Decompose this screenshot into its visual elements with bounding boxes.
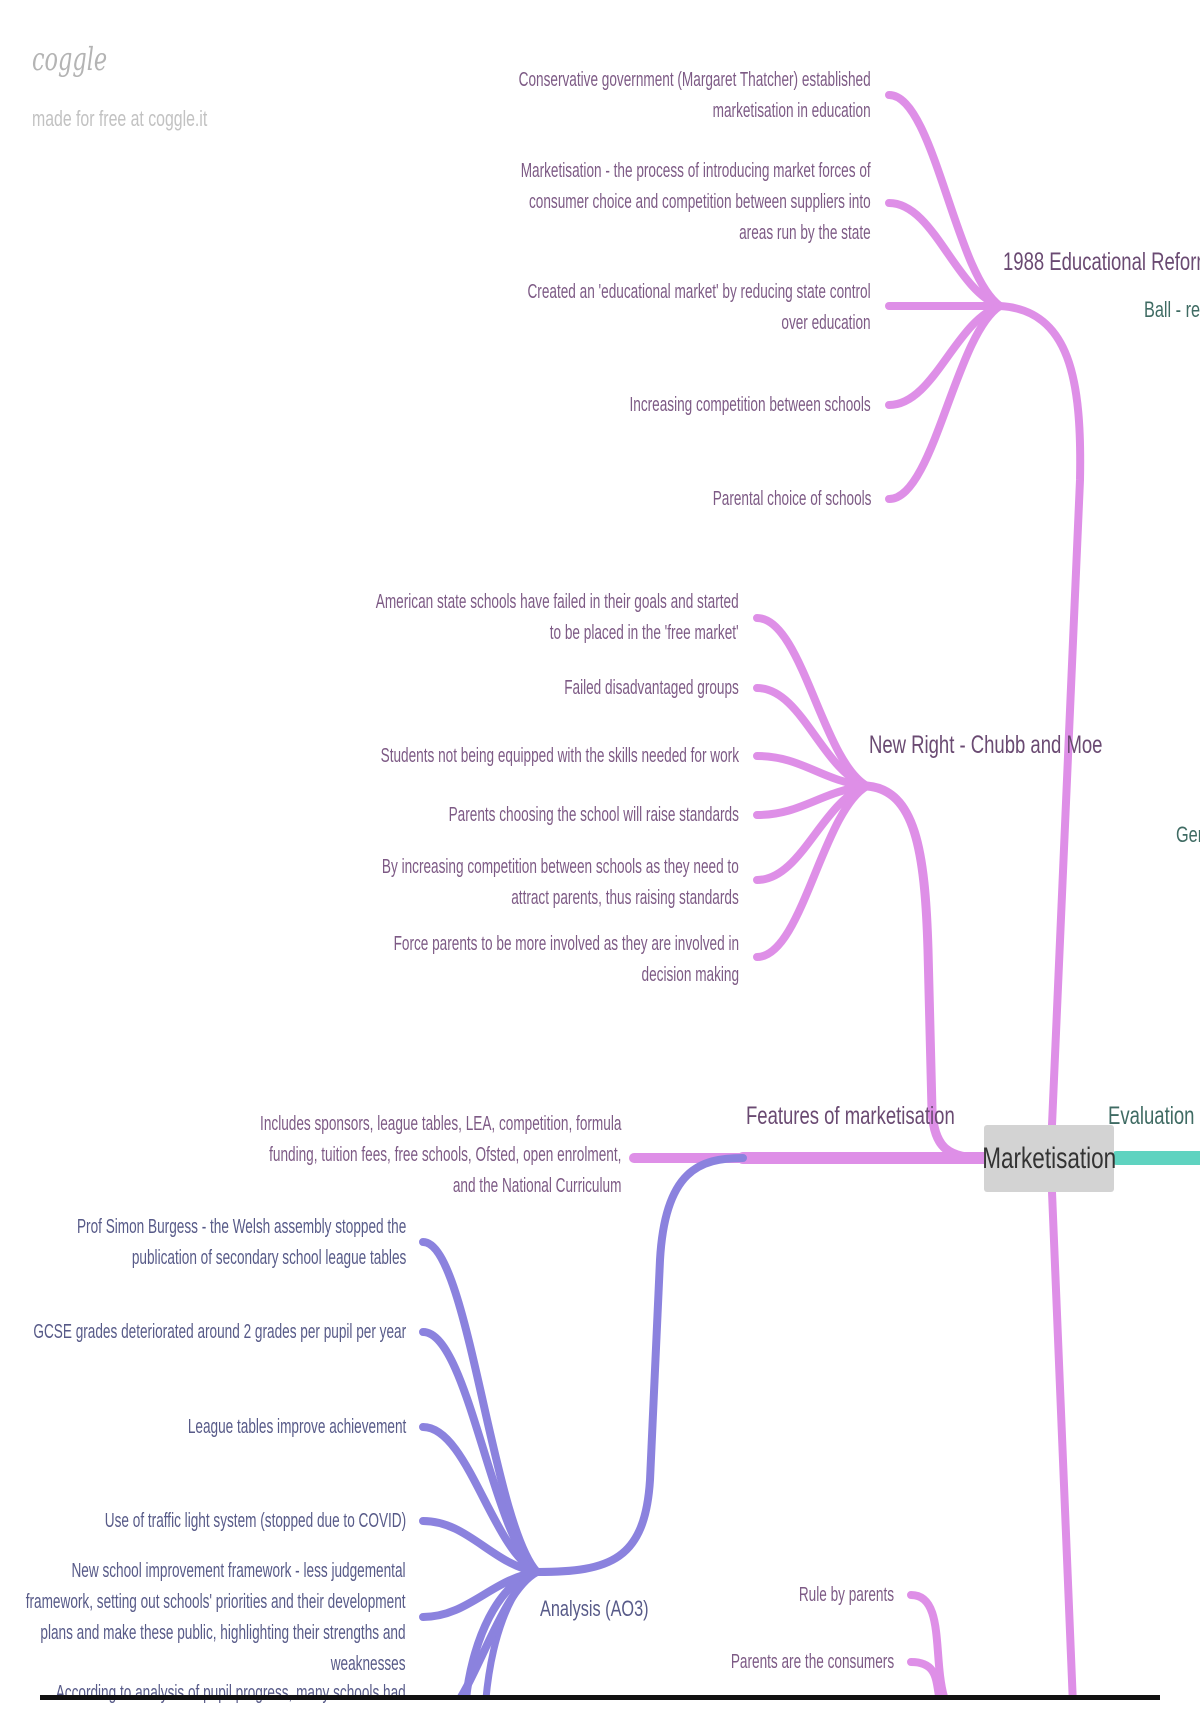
analysis-item[interactable]: Prof Simon Burgess - the Welsh assembly …	[77, 1212, 406, 1274]
node-analysis[interactable]: Analysis (AO3)	[540, 1596, 649, 1621]
reform-item[interactable]: Increasing competition between schools	[630, 390, 871, 421]
analysis-item[interactable]: According to analysis of pupil progress,…	[56, 1678, 406, 1709]
analysis-item-branch	[419, 1568, 541, 1621]
bottom-branch-item[interactable]: Rule by parents	[799, 1580, 894, 1611]
reform-item-branch	[885, 302, 1004, 503]
item-text-line: framework, setting out schools' prioriti…	[26, 1591, 406, 1613]
bottom-branch-item[interactable]: Parents are the consumers	[731, 1647, 894, 1678]
branch-bottom	[1048, 1188, 1077, 1700]
made-with-coggle-link[interactable]: made for free at coggle.it	[32, 106, 208, 131]
analysis-item-branch	[419, 1423, 541, 1576]
new-right-item-branch	[753, 752, 871, 790]
item-text-line: attract parents, thus raising standards	[511, 887, 739, 909]
reform-item-branch	[885, 91, 1004, 310]
coggle-logo[interactable]: coggle	[32, 40, 108, 78]
analysis-item-branch	[419, 1328, 541, 1576]
reform-item[interactable]: Parental choice of schools	[712, 484, 871, 515]
item-text-line: to be placed in the 'free market'	[550, 622, 739, 644]
item-text-line: Increasing competition between schools	[629, 394, 871, 416]
new-right-item-branch	[753, 614, 871, 790]
item-text-line: marketisation in education	[712, 100, 871, 122]
item-text-line: weaknesses	[331, 1653, 406, 1675]
new-right-item[interactable]: Students not being equipped with the ski…	[381, 741, 739, 772]
bottom-edge-bar	[40, 1695, 1160, 1700]
item-text-line: Parents are the consumers	[730, 1651, 894, 1673]
node-offscreen[interactable]: Ger	[1176, 822, 1200, 847]
central-node-marketisation[interactable]: Marketisation	[982, 1125, 1116, 1192]
item-text-line: Parental choice of schools	[712, 488, 871, 510]
branch-analysis-item	[461, 1568, 541, 1700]
item-text-line: By increasing competition between school…	[382, 856, 739, 878]
central-node-label: Marketisation	[982, 1141, 1116, 1175]
node-1988-educational-reform[interactable]: 1988 Educational Reform A	[1003, 248, 1200, 276]
item-text-line: and the National Curriculum	[452, 1175, 621, 1197]
item-text-line: areas run by the state	[739, 222, 871, 244]
analysis-item-branch	[454, 1568, 541, 1700]
new-right-item[interactable]: Force parents to be more involved as the…	[394, 929, 739, 991]
item-text-line: According to analysis of pupil progress,…	[55, 1682, 406, 1704]
new-right-item[interactable]: Parents choosing the school will raise s…	[449, 800, 739, 831]
node-features-of-marketisation[interactable]: Features of marketisation	[746, 1102, 955, 1130]
item-text-line: Includes sponsors, league tables, LEA, c…	[259, 1113, 621, 1135]
analysis-item-branch	[419, 1517, 541, 1576]
branch-analysis	[533, 1154, 747, 1576]
new-right-item[interactable]: Failed disadvantaged groups	[564, 673, 739, 704]
item-text-line: American state schools have failed in th…	[376, 591, 739, 613]
item-text-line: funding, tuition fees, free schools, Ofs…	[268, 1144, 621, 1166]
bottom-branch-item-branch	[907, 1658, 944, 1700]
features-item[interactable]: Includes sponsors, league tables, LEA, c…	[260, 1109, 621, 1202]
analysis-item[interactable]: New school improvement framework - less …	[26, 1556, 406, 1680]
analysis-item[interactable]: Use of traffic light system (stopped due…	[105, 1506, 406, 1537]
reform-item[interactable]: Marketisation - the process of introduci…	[521, 156, 871, 249]
new-right-item[interactable]: American state schools have failed in th…	[376, 587, 739, 649]
node-new-right[interactable]: New Right - Chubb and Moe	[869, 731, 1103, 759]
item-text-line: Parents choosing the school will raise s…	[448, 804, 739, 826]
item-text-line: Marketisation - the process of introduci…	[521, 160, 871, 182]
item-text-line: publication of secondary school league t…	[131, 1247, 406, 1269]
reform-item-branch	[885, 302, 1004, 409]
item-text-line: New school improvement framework - less …	[71, 1560, 407, 1582]
reform-item-branch	[885, 199, 1004, 310]
item-text-line: consumer choice and competition between …	[529, 191, 871, 213]
new-right-item[interactable]: By increasing competition between school…	[382, 852, 739, 914]
new-right-item-branch	[753, 782, 871, 961]
item-text-line: Conservative government (Margaret Thatch…	[518, 69, 871, 91]
item-text-line: Force parents to be more involved as the…	[393, 933, 739, 955]
item-text-line: League tables improve achievement	[187, 1416, 406, 1438]
bottom-branch-item-branch	[907, 1591, 950, 1700]
item-text-line: Failed disadvantaged groups	[564, 677, 739, 699]
reform-item[interactable]: Conservative government (Margaret Thatch…	[519, 65, 871, 127]
item-text-line: Prof Simon Burgess - the Welsh assembly …	[76, 1216, 406, 1238]
item-text-line: decision making	[641, 964, 739, 986]
new-right-item-branch	[753, 684, 871, 790]
branch-reform	[996, 302, 1085, 1129]
item-text-line: Created an 'educational market' by reduc…	[527, 281, 871, 303]
item-text-line: Rule by parents	[798, 1584, 894, 1606]
analysis-item[interactable]: GCSE grades deteriorated around 2 grades…	[33, 1317, 406, 1348]
analysis-item[interactable]: League tables improve achievement	[188, 1412, 406, 1443]
item-text-line: over education	[781, 312, 871, 334]
reform-item[interactable]: Created an 'educational market' by reduc…	[528, 277, 871, 339]
node-ball[interactable]: Ball - rep	[1144, 297, 1200, 322]
item-text-line: Students not being equipped with the ski…	[380, 745, 739, 767]
node-evaluation[interactable]: Evaluation (A	[1108, 1102, 1200, 1130]
item-text-line: plans and make these public, highlightin…	[40, 1622, 407, 1644]
item-text-line: GCSE grades deteriorated around 2 grades…	[33, 1321, 406, 1343]
item-text-line: Use of traffic light system (stopped due…	[104, 1510, 406, 1532]
